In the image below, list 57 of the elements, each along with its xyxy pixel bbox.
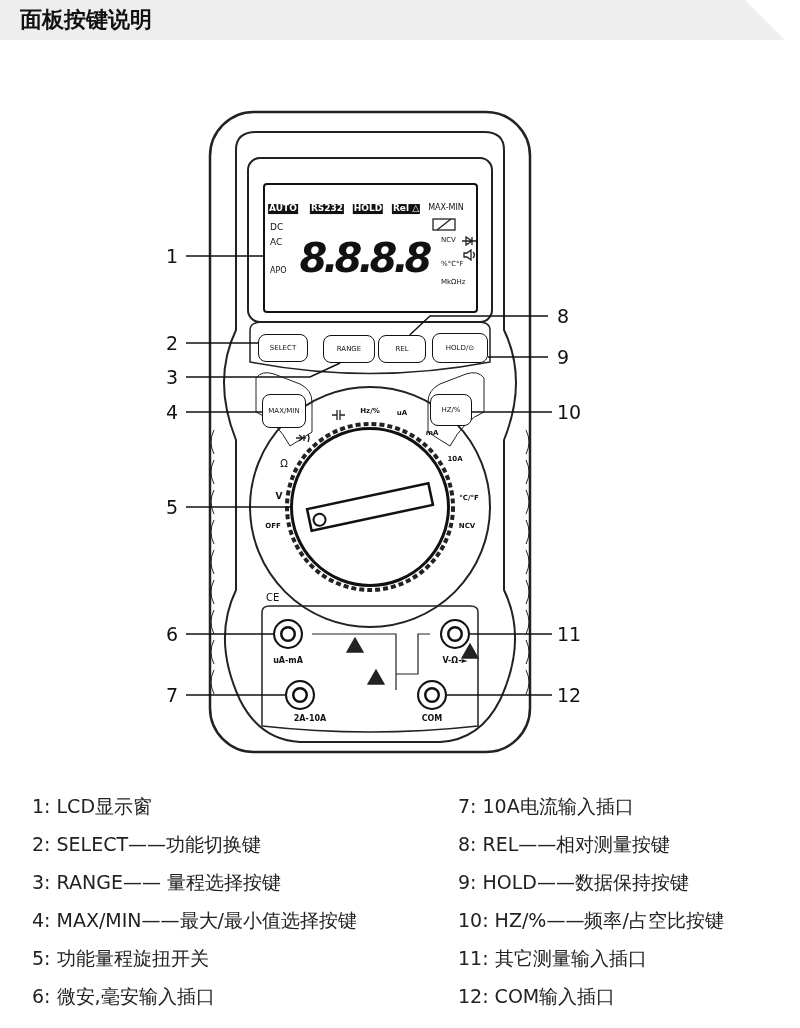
callout-number: 2 bbox=[160, 331, 184, 355]
panel-label: MAX-MIN bbox=[428, 203, 464, 213]
lcd-display bbox=[263, 183, 478, 313]
panel-label: COM bbox=[421, 714, 443, 724]
input-jack bbox=[417, 680, 447, 710]
callout-number: 9 bbox=[550, 345, 576, 369]
legend-item: 4: MAX/MIN——最大/最小值选择按键 bbox=[32, 909, 357, 931]
callout-number: 11 bbox=[554, 622, 584, 646]
legend-item: 2: SELECT——功能切换键 bbox=[32, 833, 262, 855]
rotary-dial bbox=[290, 427, 450, 587]
leader-line bbox=[185, 255, 264, 257]
panel-label: V bbox=[275, 492, 283, 502]
callout-number: 5 bbox=[160, 495, 184, 519]
leader-line bbox=[185, 411, 263, 413]
panel-label: CE bbox=[266, 591, 280, 603]
leader-line bbox=[185, 506, 291, 508]
lcd-indicator: RS232 bbox=[309, 204, 345, 214]
page-title: 面板按键说明 bbox=[0, 0, 785, 40]
panel-label: V-Ω-► bbox=[442, 656, 468, 666]
callout-number: 12 bbox=[554, 683, 584, 707]
legend-item: 1: LCD显示窗 bbox=[32, 795, 152, 817]
callout-number: 7 bbox=[160, 683, 184, 707]
legend-item: 5: 功能量程旋扭开关 bbox=[32, 947, 209, 969]
lcd-indicator: HOLD bbox=[352, 204, 384, 214]
legend-item: 6: 微安,毫安输入插口 bbox=[32, 985, 215, 1007]
panel-label: 2A-10A bbox=[293, 714, 327, 724]
leader-line bbox=[471, 411, 553, 413]
leader-line bbox=[185, 694, 286, 696]
legend-item: 11: 其它测量输入插口 bbox=[458, 947, 647, 969]
legend-item: 12: COM输入插口 bbox=[458, 985, 616, 1007]
digit-readout: 8.8.8.8 bbox=[299, 236, 429, 280]
lcd-indicator: Rel △ bbox=[391, 204, 421, 214]
panel-label: DC bbox=[270, 223, 284, 233]
panel-label: uA-mA bbox=[273, 656, 303, 666]
leader-line bbox=[185, 362, 341, 378]
leader-line bbox=[446, 694, 553, 696]
callout-number: 6 bbox=[160, 622, 184, 646]
input-jack bbox=[440, 619, 470, 649]
leader-line bbox=[487, 356, 549, 358]
legend-item: 8: REL——相对测量按键 bbox=[458, 833, 671, 855]
legend-item: 3: RANGE—— 量程选择按键 bbox=[32, 871, 281, 893]
legend-item: 9: HOLD——数据保持按键 bbox=[458, 871, 689, 893]
callout-number: 3 bbox=[160, 365, 184, 389]
legend-item: 7: 10A电流输入插口 bbox=[458, 795, 634, 817]
leader-line bbox=[469, 633, 553, 635]
lcd-indicator: AUTO bbox=[268, 204, 298, 214]
callout-number: 10 bbox=[554, 400, 584, 424]
panel-label: APO bbox=[270, 266, 287, 276]
input-jack bbox=[285, 680, 315, 710]
leader-line bbox=[185, 633, 274, 635]
leader-line bbox=[185, 342, 259, 344]
panel-label: AC bbox=[270, 238, 283, 248]
callout-number: 8 bbox=[550, 304, 576, 328]
callout-number: 4 bbox=[160, 400, 184, 424]
input-jack bbox=[273, 619, 303, 649]
callout-number: 1 bbox=[160, 244, 184, 268]
legend-item: 10: HZ/%——频率/占空比按键 bbox=[458, 909, 724, 931]
